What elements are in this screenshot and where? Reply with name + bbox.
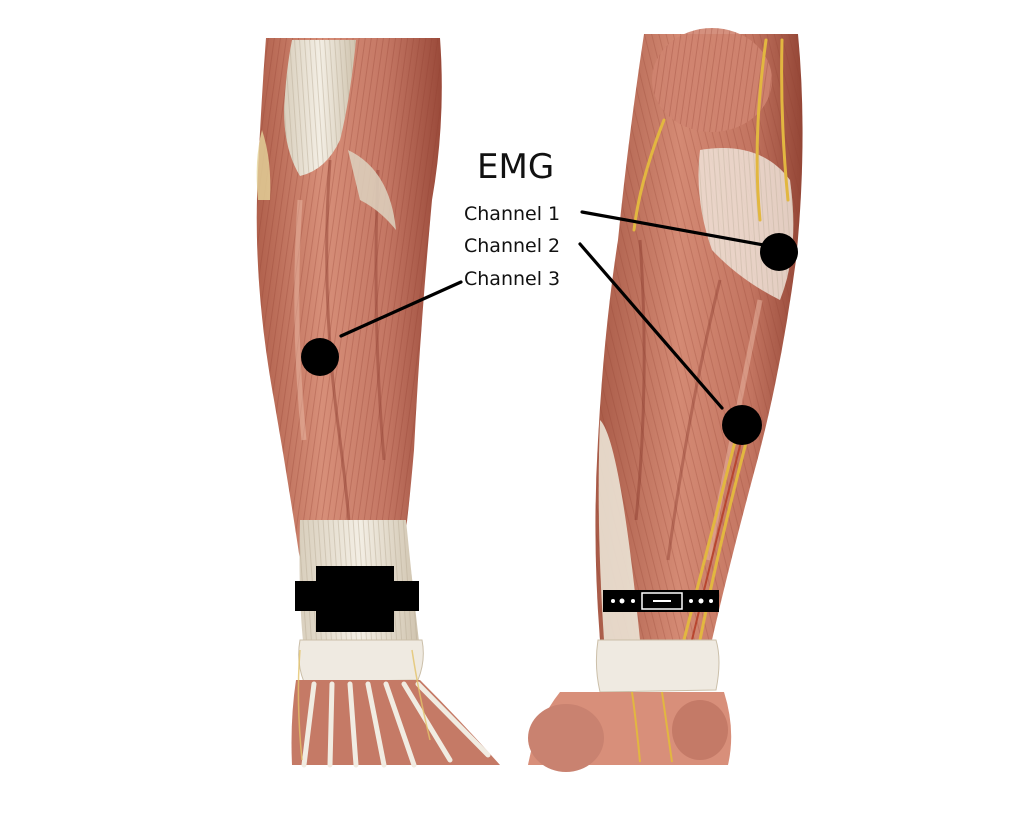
- channel-3-electrode: [301, 338, 339, 376]
- channel-2-electrode: [722, 405, 762, 445]
- left-band-module: [316, 566, 394, 632]
- diagram-title: EMG: [477, 147, 554, 187]
- left-wrist-band: [295, 566, 419, 632]
- channel-3-leader: [339, 280, 463, 338]
- right-band-dots: [611, 598, 713, 604]
- channel-1-electrode: [760, 233, 798, 271]
- left-forearm: [256, 38, 500, 768]
- leader-lines: [339, 210, 766, 410]
- channel-3-label: Channel 3: [464, 268, 560, 290]
- electrodes: [301, 233, 798, 445]
- channel-2-label: Channel 2: [464, 235, 560, 257]
- channel-1-leader: [580, 210, 766, 247]
- right-wrist-band: [603, 590, 719, 612]
- right-forearm: [528, 28, 803, 772]
- left-hand: [291, 680, 500, 765]
- channel-1-label: Channel 1: [464, 203, 560, 225]
- channel-2-leader: [578, 242, 724, 410]
